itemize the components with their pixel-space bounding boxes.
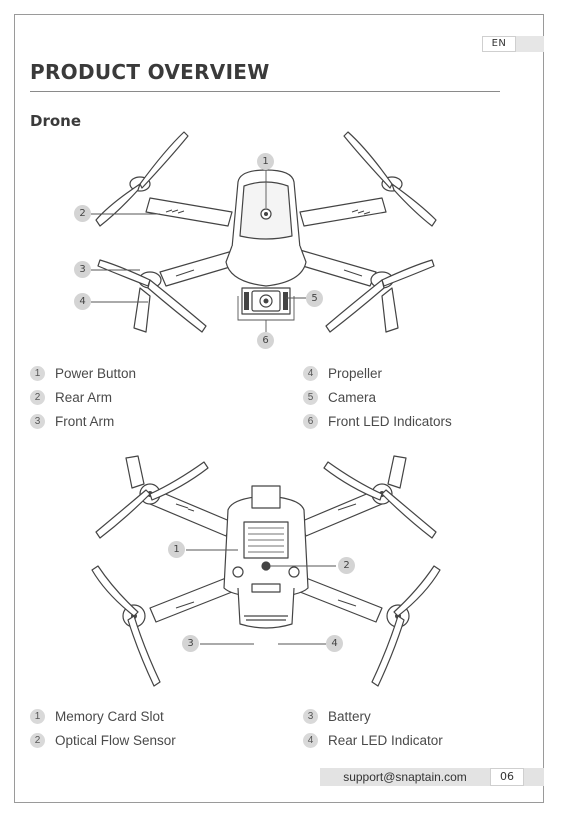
callout-2: 2 [338, 557, 355, 574]
legend-number: 4 [303, 733, 318, 748]
legend-number: 5 [303, 390, 318, 405]
legend-label: Rear Arm [55, 390, 113, 405]
callout-5: 5 [306, 290, 323, 307]
title-divider [30, 91, 500, 92]
legend-number: 2 [30, 390, 45, 405]
callout-6: 6 [257, 332, 274, 349]
legend-label: Memory Card Slot [55, 709, 164, 724]
legend-number: 3 [303, 709, 318, 724]
legend-label: Battery [328, 709, 371, 724]
callout-1: 1 [168, 541, 185, 558]
page-title: PRODUCT OVERVIEW [30, 60, 270, 84]
legend-number: 1 [30, 366, 45, 381]
legend-number: 3 [30, 414, 45, 429]
legend-label: Camera [328, 390, 377, 405]
legend-number: 4 [303, 366, 318, 381]
language-label: EN [482, 36, 516, 52]
page-border [14, 14, 544, 803]
legend-label: Propeller [328, 366, 383, 381]
legend-label: Power Button [55, 366, 137, 381]
legend-label: Front Arm [55, 414, 115, 429]
legend-label: Optical Flow Sensor [55, 733, 176, 748]
callout-1: 1 [257, 153, 274, 170]
language-badge: EN [482, 36, 544, 52]
legend-label: Front LED Indicators [328, 414, 452, 429]
callout-4: 4 [74, 293, 91, 310]
drone-top-view-figure: 1 2 3 4 5 6 [0, 120, 563, 360]
drone-top-view-illustration [91, 131, 437, 333]
legend-label: Rear LED Indicator [328, 733, 443, 748]
legend-number: 2 [30, 733, 45, 748]
drone-bottom-view-illustration [91, 455, 441, 687]
section-heading: Drone [30, 112, 82, 130]
support-email: support@snaptain.com [343, 770, 467, 784]
callout-3: 3 [74, 261, 91, 278]
legend-number: 1 [30, 709, 45, 724]
page-number: 06 [490, 768, 524, 786]
callout-4: 4 [326, 635, 343, 652]
callout-3: 3 [182, 635, 199, 652]
drone-bottom-view-figure: 1 2 3 4 [0, 448, 563, 700]
legend-number: 6 [303, 414, 318, 429]
footer-bar: support@snaptain.com 06 [320, 768, 544, 786]
callout-2: 2 [74, 205, 91, 222]
